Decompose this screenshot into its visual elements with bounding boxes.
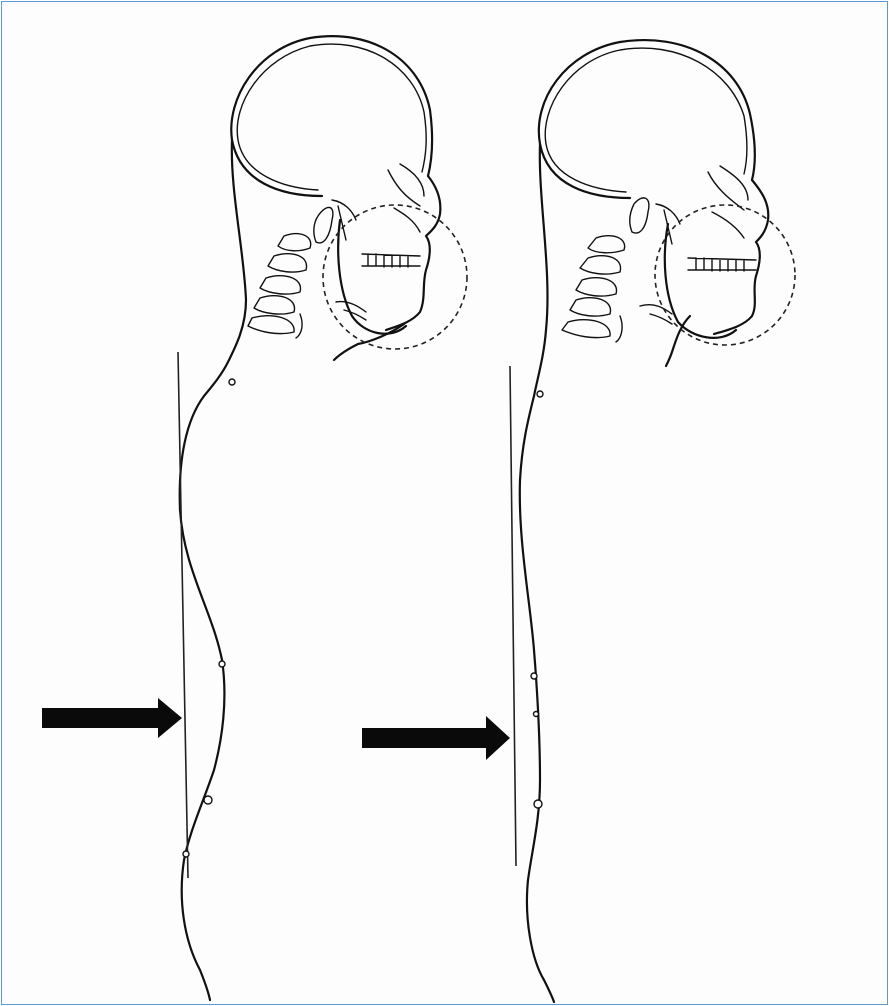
right-cervical-spine — [562, 198, 649, 342]
right-landmark-dot — [534, 800, 542, 808]
left-arrow — [42, 698, 182, 738]
left-posture-figure — [42, 36, 467, 1000]
left-landmark-dot — [229, 379, 235, 385]
left-cervical-spine — [248, 207, 333, 338]
left-landmark-dot — [204, 796, 212, 804]
right-arrow — [362, 716, 510, 760]
right-landmark-dot — [534, 712, 539, 717]
left-body-contour — [180, 140, 246, 1000]
right-skull — [539, 40, 768, 366]
right-landmark-dot — [531, 673, 537, 679]
right-landmark-dot — [537, 391, 543, 397]
left-landmark-dot — [219, 661, 225, 667]
right-plumb-line — [510, 366, 516, 866]
left-landmark-dot — [183, 851, 189, 857]
right-jaw-highlight-circle — [655, 205, 795, 345]
right-body-contour — [520, 144, 554, 1002]
right-posture-figure — [362, 40, 795, 1002]
